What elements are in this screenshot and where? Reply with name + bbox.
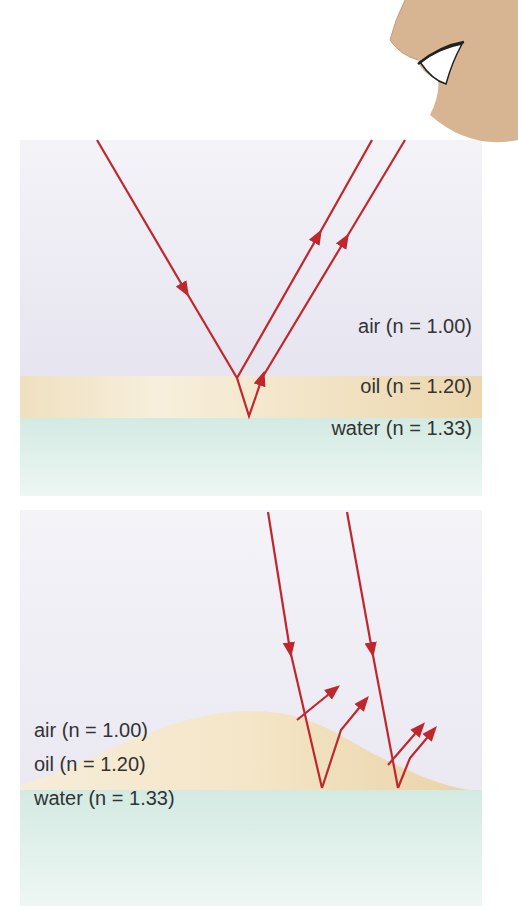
light-rays [97,140,405,416]
light-rays [268,512,432,788]
medium-label: oil (n = 1.20) [34,752,146,776]
air-layer [20,510,482,906]
medium-label: air (n = 1.00) [358,314,472,338]
medium-label: water (n = 1.33) [331,416,472,440]
medium-label: air (n = 1.00) [34,718,148,742]
medium-label: oil (n = 1.20) [360,374,472,398]
oil-drop [20,711,470,790]
medium-label: water (n = 1.33) [34,786,175,810]
observer-head [390,0,518,142]
air-layer [20,140,482,376]
